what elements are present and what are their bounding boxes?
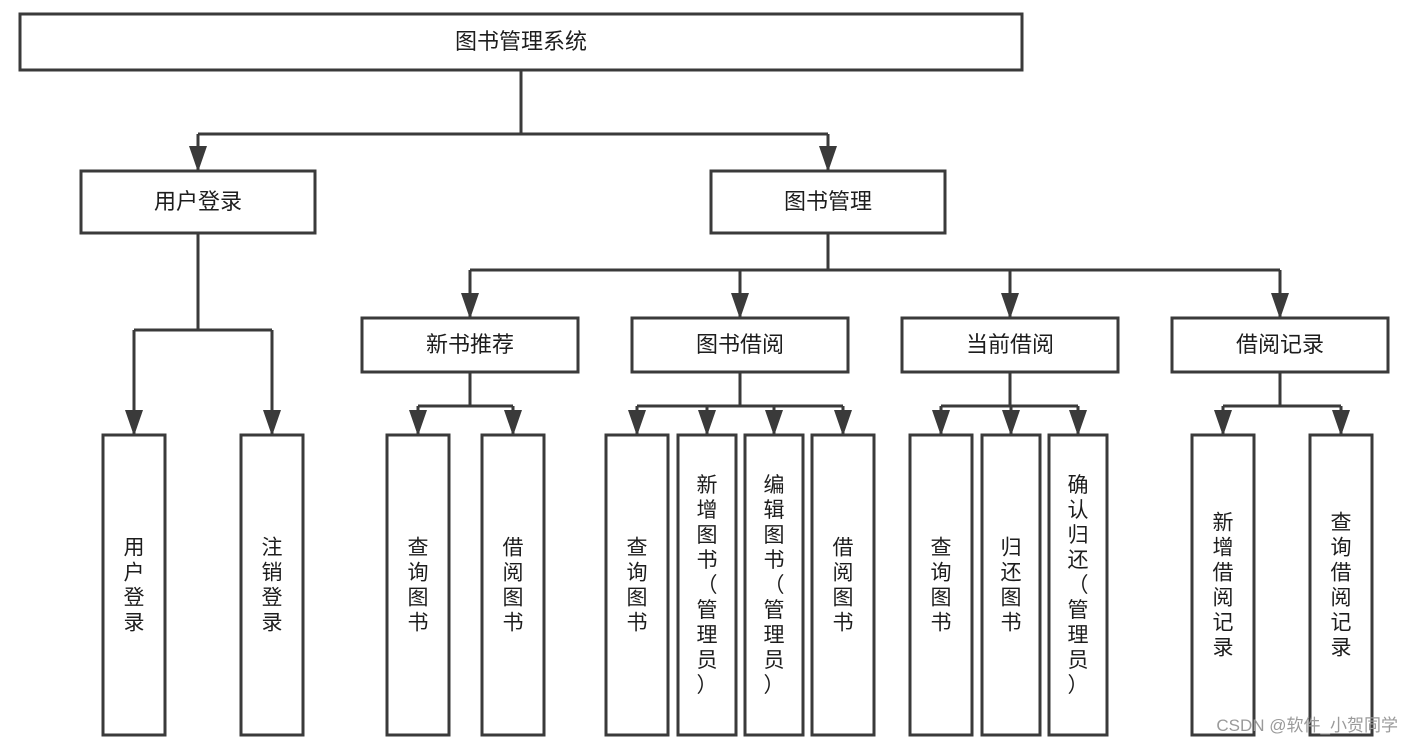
leaf-node[interactable]: 查询图书 bbox=[385, 433, 451, 737]
node-box[interactable] bbox=[709, 169, 947, 235]
leaf-node[interactable]: 查询图书 bbox=[604, 433, 670, 737]
leaf-node[interactable]: 确认归还（管理员） bbox=[1047, 433, 1109, 737]
arrow-head-icon bbox=[409, 410, 427, 436]
node-box[interactable] bbox=[630, 316, 850, 374]
node-label: 新书推荐 bbox=[426, 332, 514, 357]
node-label: 查询借阅记录 bbox=[1331, 512, 1352, 660]
node-box[interactable] bbox=[1170, 316, 1390, 374]
node-label: 确认归还（管理员） bbox=[1068, 474, 1089, 697]
node-box[interactable] bbox=[980, 433, 1042, 737]
arrow-head-icon bbox=[765, 410, 783, 436]
node-box[interactable] bbox=[239, 433, 305, 737]
arrow-head-icon bbox=[731, 293, 749, 319]
node-box[interactable] bbox=[908, 433, 974, 737]
node-box[interactable] bbox=[604, 433, 670, 737]
node-label: 用户登录 bbox=[124, 537, 145, 635]
node-box[interactable] bbox=[1047, 433, 1109, 737]
node-label: 查询图书 bbox=[931, 537, 952, 635]
arrow-head-icon bbox=[1069, 410, 1087, 436]
level3-node[interactable]: 图书借阅 bbox=[630, 316, 850, 374]
node-label: 借阅图书 bbox=[503, 537, 524, 635]
level3-node[interactable]: 新书推荐 bbox=[360, 316, 580, 374]
node-label: 用户登录 bbox=[154, 189, 242, 214]
leaf-node[interactable]: 注销登录 bbox=[239, 433, 305, 737]
node-box[interactable] bbox=[101, 433, 167, 737]
node-box[interactable] bbox=[385, 433, 451, 737]
arrow-head-icon bbox=[1001, 293, 1019, 319]
node-label: 新增图书（管理员） bbox=[697, 474, 718, 697]
node-label: 图书管理 bbox=[784, 189, 872, 214]
level3-node[interactable]: 借阅记录 bbox=[1170, 316, 1390, 374]
arrow-head-icon bbox=[504, 410, 522, 436]
root-node-book-management-system[interactable]: 图书管理系统 bbox=[18, 12, 1024, 72]
arrow-head-icon bbox=[1332, 410, 1350, 436]
arrow-head-icon bbox=[628, 410, 646, 436]
arrow-head-icon bbox=[461, 293, 479, 319]
arrow-head-icon bbox=[1271, 293, 1289, 319]
node-box[interactable] bbox=[676, 433, 738, 737]
leaf-node[interactable]: 归还图书 bbox=[980, 433, 1042, 737]
connectors-layer bbox=[125, 70, 1350, 436]
arrow-head-icon bbox=[819, 146, 837, 172]
node-box[interactable] bbox=[480, 433, 546, 737]
node-label: 借阅图书 bbox=[833, 537, 854, 635]
level2-node[interactable]: 用户登录 bbox=[79, 169, 317, 235]
arrow-head-icon bbox=[189, 146, 207, 172]
level2-node[interactable]: 图书管理 bbox=[709, 169, 947, 235]
node-label: 当前借阅 bbox=[966, 332, 1054, 357]
arrow-head-icon bbox=[932, 410, 950, 436]
arrow-head-icon bbox=[263, 410, 281, 436]
node-box[interactable] bbox=[810, 433, 876, 737]
arrow-head-icon bbox=[698, 410, 716, 436]
node-label: 图书管理系统 bbox=[455, 29, 587, 54]
leaf-node[interactable]: 新增图书（管理员） bbox=[676, 433, 738, 737]
leaf-node[interactable]: 查询借阅记录 bbox=[1308, 433, 1374, 737]
node-box[interactable] bbox=[79, 169, 317, 235]
node-label: 查询图书 bbox=[627, 537, 648, 635]
leaf-node[interactable]: 编辑图书（管理员） bbox=[743, 433, 805, 737]
node-label: 编辑图书（管理员） bbox=[764, 474, 785, 697]
node-box[interactable] bbox=[360, 316, 580, 374]
node-box[interactable] bbox=[18, 12, 1024, 72]
node-label: 借阅记录 bbox=[1236, 332, 1324, 357]
node-box[interactable] bbox=[1190, 433, 1256, 737]
arrow-head-icon bbox=[1214, 410, 1232, 436]
node-box[interactable] bbox=[743, 433, 805, 737]
watermark-label: CSDN @软件_小贺同学 bbox=[1216, 716, 1398, 735]
arrow-head-icon bbox=[834, 410, 852, 436]
node-box[interactable] bbox=[900, 316, 1120, 374]
node-label: 注销登录 bbox=[262, 537, 283, 635]
nodes-layer: 图书管理系统用户登录图书管理新书推荐图书借阅当前借阅借阅记录用户登录注销登录查询… bbox=[18, 12, 1390, 737]
leaf-node[interactable]: 新增借阅记录 bbox=[1190, 433, 1256, 737]
leaf-node[interactable]: 用户登录 bbox=[101, 433, 167, 737]
leaf-node[interactable]: 查询图书 bbox=[908, 433, 974, 737]
arrow-head-icon bbox=[1002, 410, 1020, 436]
node-box[interactable] bbox=[1308, 433, 1374, 737]
node-label: 归还图书 bbox=[1001, 537, 1022, 635]
arrow-head-icon bbox=[125, 410, 143, 436]
node-label: 查询图书 bbox=[408, 537, 429, 635]
level3-node[interactable]: 当前借阅 bbox=[900, 316, 1120, 374]
leaf-node[interactable]: 借阅图书 bbox=[480, 433, 546, 737]
node-label: 新增借阅记录 bbox=[1213, 512, 1234, 660]
node-label: 图书借阅 bbox=[696, 332, 784, 357]
leaf-node[interactable]: 借阅图书 bbox=[810, 433, 876, 737]
